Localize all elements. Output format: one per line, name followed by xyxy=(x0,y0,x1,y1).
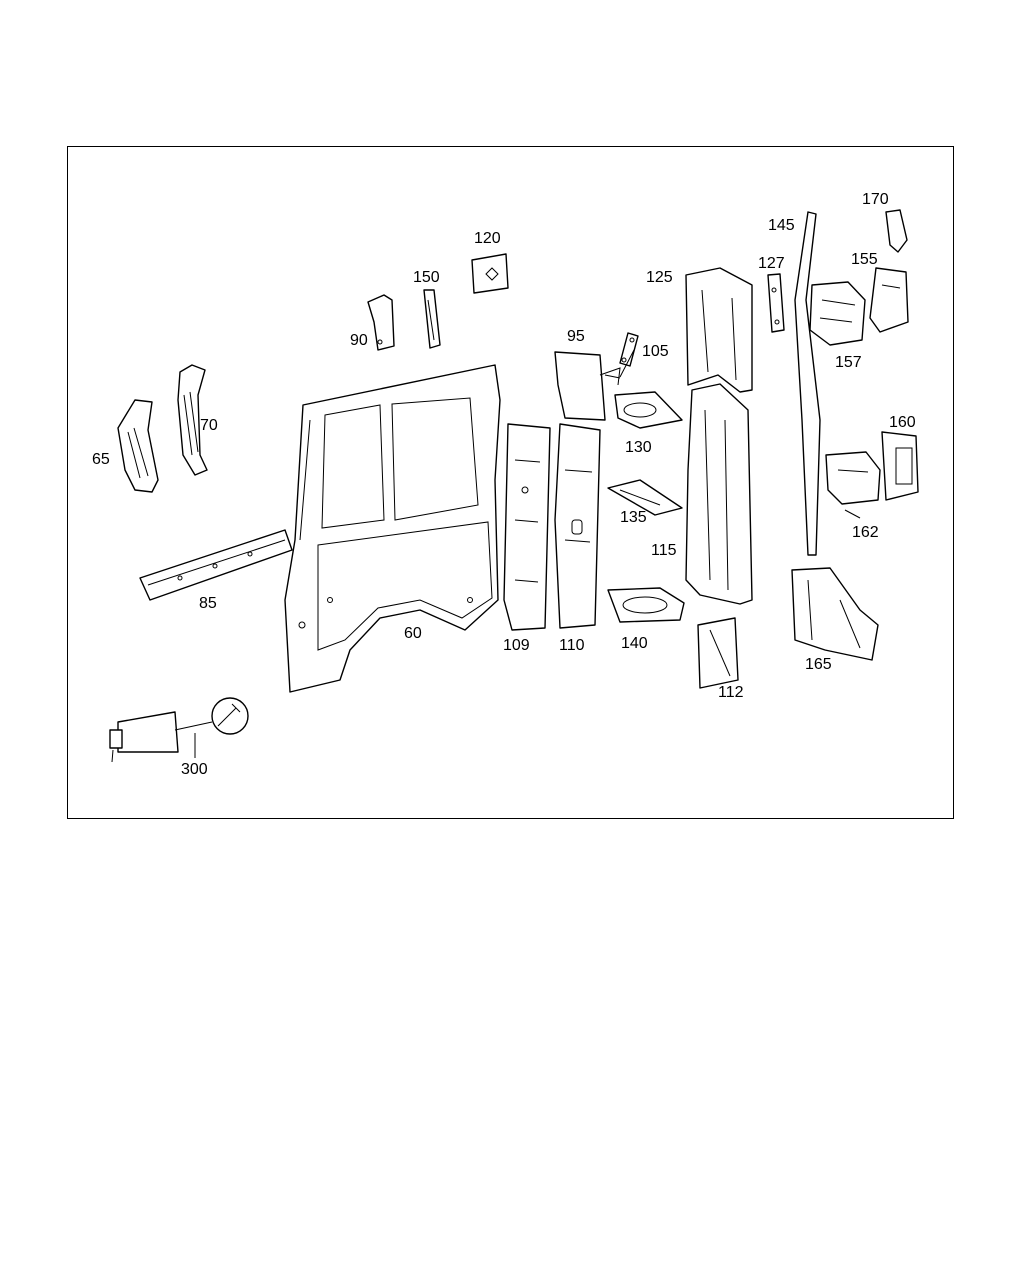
part-162-bracket xyxy=(825,451,881,505)
callout-155: 155 xyxy=(851,251,878,268)
part-140-insert xyxy=(607,587,685,623)
part-65-bracket xyxy=(117,399,159,493)
part-150-plate xyxy=(423,289,441,349)
callout-145: 145 xyxy=(768,217,795,234)
part-300-sealant xyxy=(109,697,249,763)
part-110-pillar xyxy=(554,423,601,629)
part-130-insert xyxy=(614,391,683,429)
part-115-pillar xyxy=(685,383,753,605)
part-155-bracket xyxy=(869,267,909,333)
part-105-link xyxy=(619,332,639,367)
part-160-box xyxy=(881,431,919,501)
callout-162: 162 xyxy=(852,524,879,541)
part-90-plate xyxy=(367,294,395,351)
diagram-frame xyxy=(67,146,954,819)
part-125-pillar-upper xyxy=(685,267,753,393)
callout-112: 112 xyxy=(718,684,744,701)
callout-135: 135 xyxy=(620,509,647,526)
callout-160: 160 xyxy=(889,414,916,431)
part-85-rail xyxy=(139,529,293,601)
callout-65: 65 xyxy=(92,451,110,468)
callout-127: 127 xyxy=(758,255,785,272)
part-157-bracket xyxy=(809,281,866,346)
part-60-side-panel xyxy=(284,364,501,693)
callout-130: 130 xyxy=(625,439,652,456)
callout-109: 109 xyxy=(503,637,530,654)
part-70-bracket xyxy=(177,364,208,476)
leader-lines xyxy=(194,349,861,758)
part-120-patch xyxy=(471,253,509,294)
part-112-plate xyxy=(697,617,739,689)
part-127-link xyxy=(767,273,785,333)
callout-105: 105 xyxy=(642,343,669,360)
part-109-pillar xyxy=(503,423,551,631)
callout-140: 140 xyxy=(621,635,648,652)
callout-125: 125 xyxy=(646,269,673,286)
callout-157: 157 xyxy=(835,354,862,371)
callout-170: 170 xyxy=(862,191,889,208)
callout-labels: 60 65 70 85 90 95 105 109 110 112 115 12… xyxy=(92,191,916,778)
part-145-strip xyxy=(794,211,821,556)
callout-115: 115 xyxy=(651,542,677,559)
part-165-corner xyxy=(791,567,879,661)
callout-300: 300 xyxy=(181,761,208,778)
callout-120: 120 xyxy=(474,230,501,247)
part-170-clip xyxy=(885,209,908,253)
callout-95: 95 xyxy=(567,328,585,345)
callout-60: 60 xyxy=(404,625,422,642)
callout-110: 110 xyxy=(559,637,585,654)
part-135-insert xyxy=(607,479,683,516)
callout-165: 165 xyxy=(805,656,832,673)
callout-85: 85 xyxy=(199,595,217,612)
part-95-bracket xyxy=(554,351,621,421)
callout-90: 90 xyxy=(350,332,368,349)
callout-70: 70 xyxy=(200,417,218,434)
callout-150: 150 xyxy=(413,269,440,286)
